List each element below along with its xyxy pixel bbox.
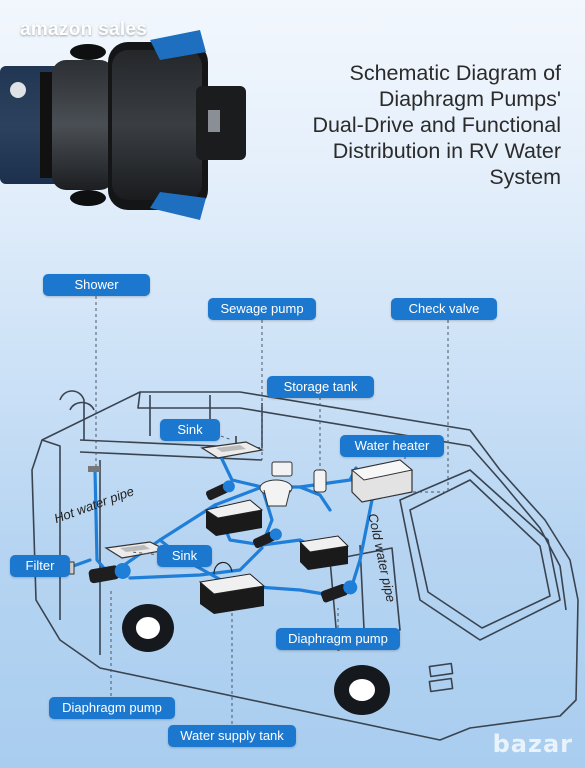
bazar-watermark: bazar (492, 730, 573, 758)
label-water-supply-tank: Water supply tank (168, 725, 296, 747)
label-diaphragm-pump-left: Diaphragm pump (49, 697, 175, 719)
toilet-fixture (259, 461, 293, 507)
label-sewage-pump: Sewage pump (208, 298, 316, 320)
leader-lines (57, 296, 449, 724)
page-title: Schematic Diagram of Diaphragm Pumps' Du… (261, 60, 561, 190)
title-line: Dual-Drive and Functional (312, 113, 561, 137)
label-storage-tank: Storage tank (267, 376, 374, 398)
label-diaphragm-pump-right: Diaphragm pump (276, 628, 400, 650)
rv-wheels (122, 604, 390, 715)
water-heater-unit (350, 459, 414, 503)
title-line: Distribution in RV Water (332, 139, 561, 163)
label-check-valve: Check valve (391, 298, 497, 320)
brand-watermark: amazon sales (20, 19, 148, 40)
pump-product-image (0, 30, 246, 220)
title-line: System (489, 165, 561, 189)
label-sink-lower: Sink (157, 545, 212, 567)
label-water-heater: Water heater (340, 435, 444, 457)
label-sink-upper: Sink (160, 419, 220, 441)
label-filter: Filter (10, 555, 70, 577)
label-shower: Shower (43, 274, 150, 296)
sinks (104, 436, 264, 559)
diaphragm-pump-icons (65, 466, 358, 603)
tanks (198, 499, 350, 614)
title-line: Schematic Diagram of (349, 61, 562, 85)
title-line: Diaphragm Pumps' (378, 87, 561, 111)
